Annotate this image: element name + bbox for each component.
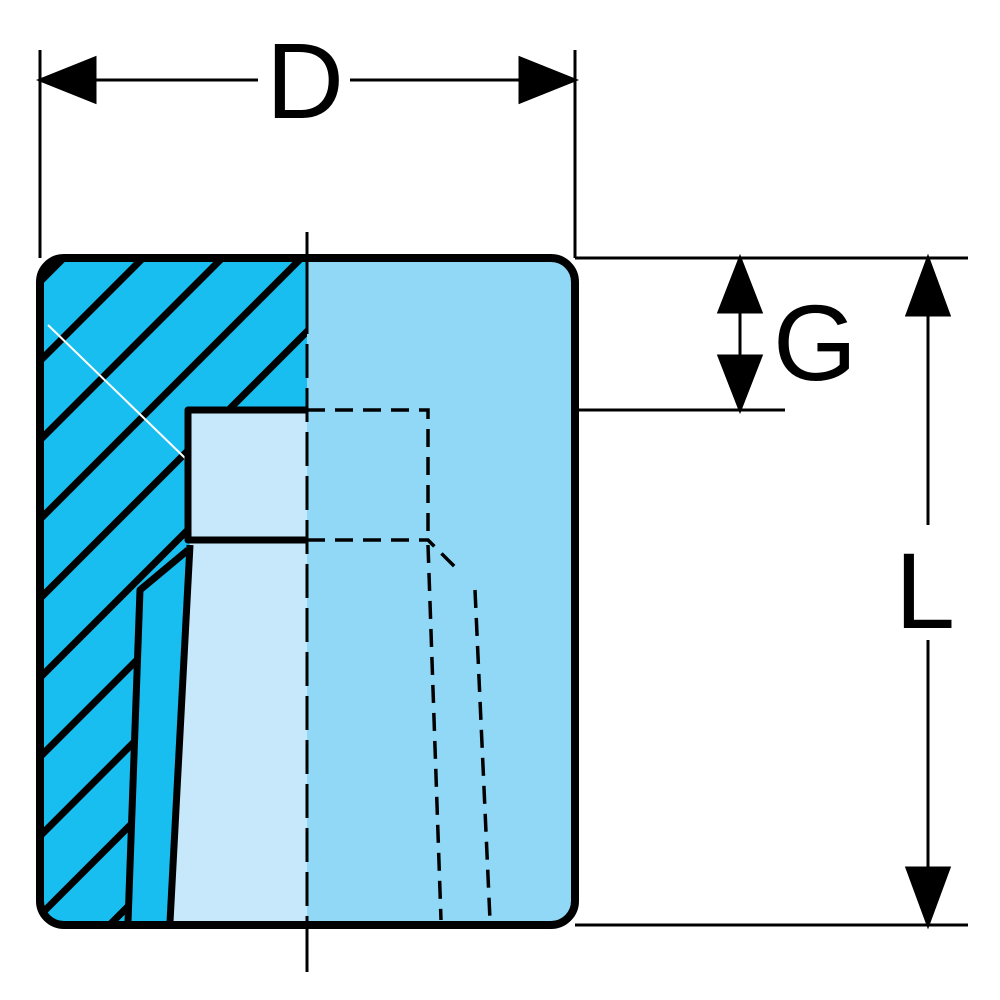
arrow-down-icon (904, 866, 952, 930)
dimension-label-g: G (773, 282, 857, 403)
highlight-line (47, 324, 186, 459)
dimension-label-d: D (266, 20, 344, 141)
body-exterior-view (307, 258, 575, 925)
hidden-lines (307, 408, 492, 921)
bore-outline (124, 406, 307, 923)
arrow-left-icon (35, 55, 97, 105)
arrow-up-icon (904, 253, 952, 317)
dimension-label-l: L (895, 530, 955, 651)
arrow-down-icon (716, 354, 764, 415)
arrow-right-icon (518, 55, 580, 105)
dimension-lines (35, 50, 968, 930)
arrow-up-icon (716, 253, 764, 314)
